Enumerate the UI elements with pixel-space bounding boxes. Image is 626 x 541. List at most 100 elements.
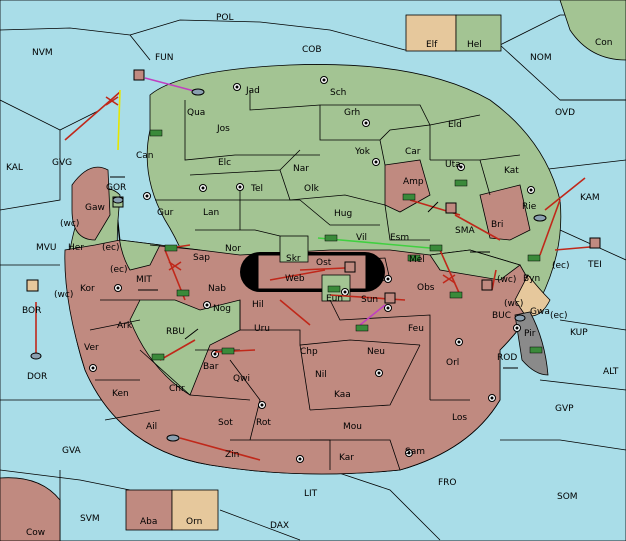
label-coast-ec-gwa: (ec) <box>550 311 568 321</box>
label-som: SOM <box>557 492 578 502</box>
label-qwi: Qwi <box>233 374 250 384</box>
label-yok: Yok <box>354 147 371 157</box>
label-obs: Obs <box>417 283 435 293</box>
region-pir[interactable] <box>514 311 549 376</box>
label-chr: Chr <box>169 384 185 394</box>
label-nab: Nab <box>208 284 226 294</box>
label-coast-ec-byn: (ec) <box>552 261 570 271</box>
label-ark: Ark <box>117 321 133 331</box>
label-nog: Nog <box>213 304 231 314</box>
label-zin: Zin <box>225 450 239 460</box>
label-pol: POL <box>216 13 234 23</box>
label-chp: Chp <box>300 347 318 357</box>
region-skr[interactable] <box>279 235 309 263</box>
label-coast-wc-gwa: (wc) <box>504 299 523 309</box>
units <box>26 69 601 442</box>
label-coast-ec-her: (ec) <box>102 243 120 253</box>
label-jos: Jos <box>216 124 230 134</box>
region-bri[interactable] <box>479 184 531 241</box>
label-rbu: RBU <box>166 327 185 337</box>
label-sma: SMA <box>455 226 475 236</box>
label-amp: Amp <box>403 177 424 187</box>
label-coast-ec-kor: (ec) <box>110 265 128 275</box>
label-byn: Byn <box>523 274 540 284</box>
label-fun: FUN <box>155 53 174 63</box>
label-grh: Grh <box>344 108 360 118</box>
label-vil: Vil <box>356 233 367 243</box>
label-hil: Hil <box>252 300 264 310</box>
label-her: Her <box>68 243 84 253</box>
label-nil: Nil <box>315 370 327 380</box>
box-orn[interactable] <box>171 489 219 531</box>
label-gva: GVA <box>62 446 82 456</box>
label-pir: Pir <box>524 329 536 339</box>
label-sot: Sot <box>218 418 233 428</box>
label-orl: Orl <box>446 358 459 368</box>
box-aba[interactable] <box>125 489 173 531</box>
label-mou: Mou <box>343 422 362 432</box>
region-labels: POL COB NVM FUN NOM Con OVD KAL GVG KAM … <box>6 13 619 538</box>
passage-markers <box>110 176 518 369</box>
region-mel[interactable] <box>429 249 521 281</box>
label-eld: Eld <box>448 120 462 130</box>
region-cow[interactable] <box>0 477 61 541</box>
label-uru: Uru <box>254 324 270 334</box>
label-orn: Orn <box>186 517 202 527</box>
label-feu: Feu <box>408 324 424 334</box>
label-hug: Hug <box>334 209 352 219</box>
label-gur: Gur <box>157 208 174 218</box>
label-sap: Sap <box>193 253 210 263</box>
label-lan: Lan <box>203 208 219 218</box>
label-mel: Mel <box>409 255 425 265</box>
label-nvm: NVM <box>32 48 53 58</box>
label-gvg: GVG <box>52 158 72 168</box>
label-buc: BUC <box>492 311 511 321</box>
region-gaw[interactable] <box>71 166 111 241</box>
label-hel: Hel <box>467 40 482 50</box>
label-tel: Tel <box>250 184 263 194</box>
region-nog-chr[interactable] <box>129 299 241 396</box>
label-ovd: OVD <box>555 108 575 118</box>
label-bor: BOR <box>22 306 41 316</box>
label-tei: TEI <box>587 260 602 270</box>
label-kaa: Kaa <box>334 390 351 400</box>
label-aba: Aba <box>140 517 157 527</box>
label-dax: DAX <box>270 521 289 531</box>
label-con: Con <box>595 38 613 48</box>
box-hel[interactable] <box>455 14 502 52</box>
label-esm: Esm <box>390 233 409 243</box>
label-ost: Ost <box>316 258 332 268</box>
label-web: Web <box>285 274 305 284</box>
label-mit: MIT <box>136 275 152 285</box>
label-gvp: GVP <box>555 404 574 414</box>
region-amp[interactable] <box>384 159 431 213</box>
label-kor: Kor <box>80 284 95 294</box>
label-alt: ALT <box>603 367 619 377</box>
label-jad: Jad <box>245 86 260 96</box>
label-cow: Cow <box>26 528 45 538</box>
label-sun: Sun <box>361 295 378 305</box>
label-skr: Skr <box>286 254 301 264</box>
label-coast-wc-byn: (wc) <box>497 275 516 285</box>
label-gaw: Gaw <box>85 203 105 213</box>
label-coast-wc-kor: (wc) <box>54 290 73 300</box>
label-olk: Olk <box>304 184 320 194</box>
label-neu: Neu <box>367 347 385 357</box>
label-cob: COB <box>302 45 322 55</box>
label-fro: FRO <box>438 478 457 488</box>
box-elf[interactable] <box>405 14 457 52</box>
label-svm: SVM <box>80 514 100 524</box>
label-sam: Sam <box>405 447 425 457</box>
label-rod: ROD <box>497 353 517 363</box>
label-rot: Rot <box>256 418 271 428</box>
label-can: Can <box>136 151 154 161</box>
label-rie: Rie <box>522 202 537 212</box>
label-gor: GOR <box>106 183 126 193</box>
region-her-sap[interactable] <box>117 219 161 271</box>
label-car: Car <box>405 147 421 157</box>
label-dor: DOR <box>27 372 47 382</box>
label-ail: Ail <box>146 422 157 432</box>
label-kat: Kat <box>504 166 519 176</box>
label-kam: KAM <box>580 193 600 203</box>
